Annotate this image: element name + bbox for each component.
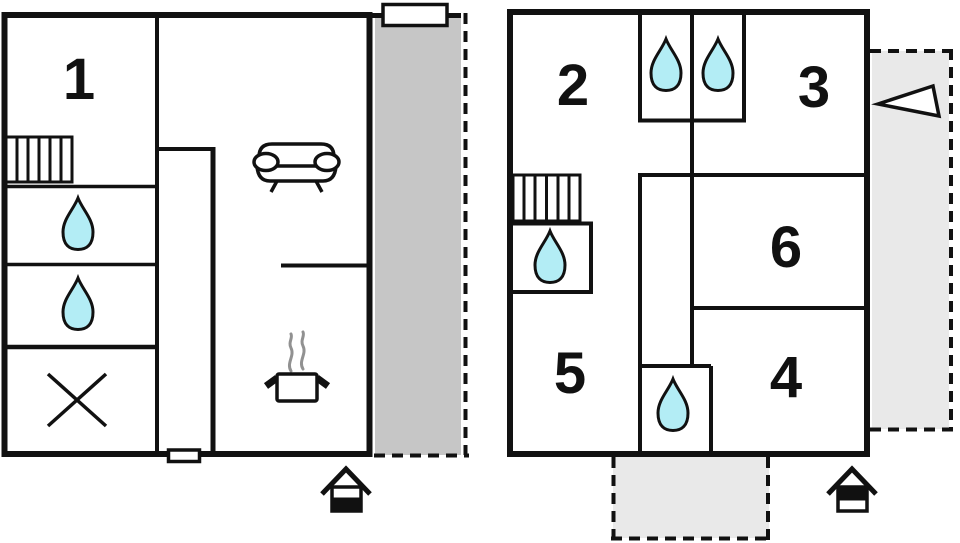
stairs-icon bbox=[511, 173, 582, 223]
stairs-icon bbox=[4, 135, 74, 184]
sofa-icon bbox=[252, 142, 341, 193]
shower-drop-icon bbox=[61, 193, 95, 252]
house-level-ground-icon bbox=[320, 465, 372, 513]
room-label-4: 4 bbox=[770, 345, 802, 410]
terrace-area bbox=[613, 457, 769, 538]
house-level-upper-icon bbox=[826, 465, 878, 513]
shower-drop-icon bbox=[701, 34, 735, 93]
room-label-5: 5 bbox=[554, 341, 586, 406]
room-label-3: 3 bbox=[798, 55, 830, 120]
ground-floor-plan: 1 bbox=[1, 2, 469, 513]
steam-icon bbox=[287, 332, 294, 373]
room-label-1: 1 bbox=[63, 47, 95, 112]
upper-floor-outline bbox=[507, 9, 870, 457]
shower-drop-icon bbox=[61, 273, 95, 332]
upper-floor-plan: 2 3 6 5 4 bbox=[507, 9, 953, 541]
room-label-6: 6 bbox=[770, 215, 802, 280]
steam-icon bbox=[299, 330, 306, 371]
stove-pot-icon bbox=[263, 330, 331, 403]
entrance-door bbox=[166, 448, 202, 464]
terrace-area bbox=[375, 15, 461, 455]
arrow-left-icon bbox=[871, 83, 942, 119]
shower-drop-icon bbox=[533, 226, 567, 285]
shower-drop-icon bbox=[649, 34, 683, 93]
window bbox=[381, 2, 449, 28]
x-cross-icon bbox=[46, 372, 108, 428]
shower-drop-icon bbox=[656, 374, 690, 433]
room-label-2: 2 bbox=[557, 53, 589, 118]
